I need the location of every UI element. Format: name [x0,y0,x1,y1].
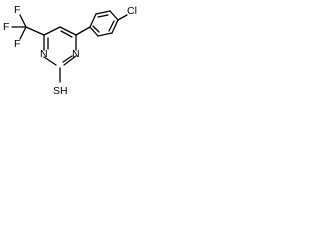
double-bond-c5-c6 [60,30,73,38]
bond-ph6-ph1 [89,26,99,37]
trifluoromethyl-group [11,14,45,40]
bond-ph5-ph6 [97,32,113,37]
bond-c4-cf3 [25,26,45,36]
fluorine-label-left: F [3,21,9,33]
bond-c4-c5 [43,26,61,36]
bond-ph1-ph2 [89,13,97,28]
chlorophenyl-ring [75,10,128,37]
bond-ph-cl [117,14,128,21]
bond-ph2-ph3 [95,10,111,15]
bond-c6-phenyl [75,26,91,36]
nitrogen-label-1: N [72,48,80,60]
double-bond-n1-c2 [62,55,73,63]
thiol-label: SH [53,85,68,97]
chlorine-label: Cl [127,5,137,17]
nitrogen-label-3: N [40,48,48,60]
pyrimidine-ring [43,26,77,66]
structural-formula: F F F N N SH Cl [3,4,137,97]
bond-c-f-top [19,14,27,28]
double-bond-ph-b [108,20,115,32]
fluorine-label-top: F [14,4,20,16]
bond-c2-n3 [43,56,57,66]
bond-n1-c2 [63,55,77,66]
bond-c5-c6 [59,26,77,36]
bond-ph3-ph4 [109,10,119,21]
fluorine-label-bottom: F [14,38,20,50]
bond-c-f-bottom [19,26,27,40]
double-bond-ph-a [97,14,109,18]
bond-ph4-ph5 [111,19,119,34]
double-bond-ph-c [92,25,100,33]
